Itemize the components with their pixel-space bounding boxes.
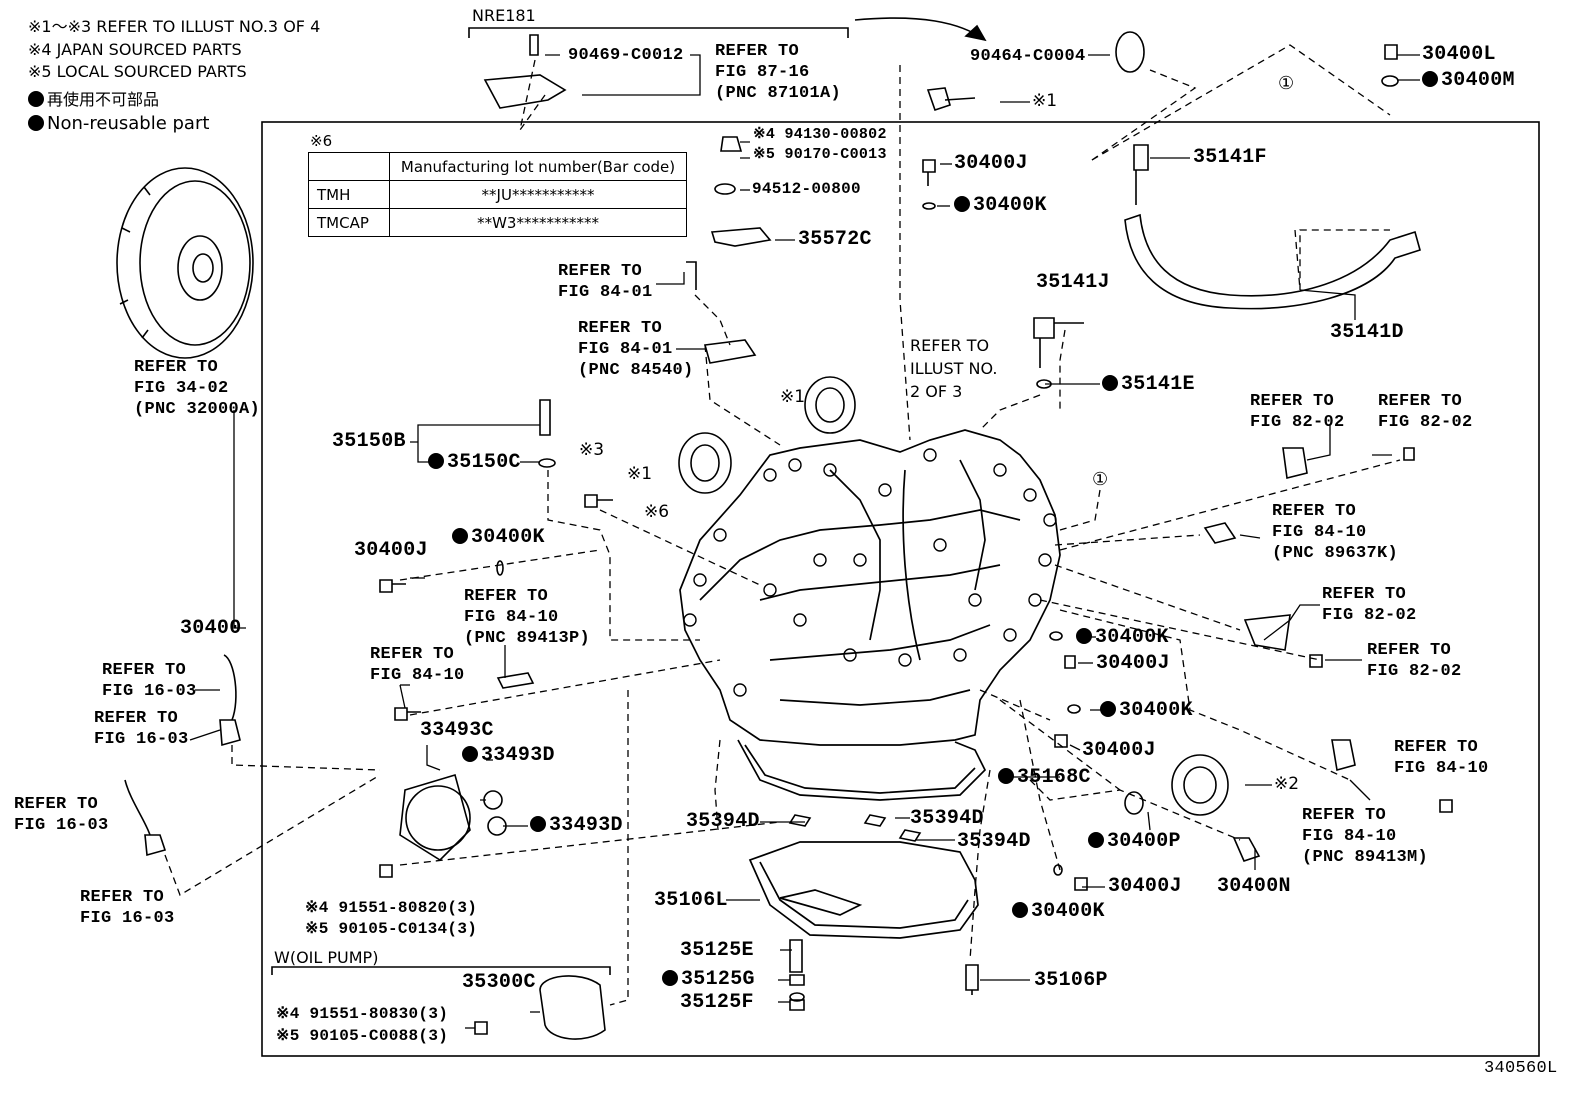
circle-ref-label: ①: [1092, 469, 1109, 490]
part-label[interactable]: 30400K: [452, 527, 545, 549]
refer-label[interactable]: REFER TO FIG 82-02: [1322, 585, 1417, 625]
figure-code: 340560L: [1484, 1059, 1558, 1078]
part-label[interactable]: 30400N: [1217, 875, 1291, 898]
part-label[interactable]: 35141J: [1036, 271, 1110, 294]
refer-label[interactable]: REFER TO FIG 87-16 (PNC 87101A): [715, 42, 842, 103]
refer-label[interactable]: REFER TO FIG 84-10: [370, 645, 465, 685]
part-label[interactable]: 33493C: [420, 719, 494, 742]
part-label[interactable]: 35168C: [998, 767, 1091, 789]
legend-japan-parts: ※4 JAPAN SOURCED PARTS: [28, 40, 242, 59]
mark-label: ※3: [579, 440, 605, 460]
part-label[interactable]: 35150B: [332, 430, 406, 453]
mark-label: ※6: [644, 502, 670, 522]
part-label[interactable]: ※4 94130-00802: [753, 126, 887, 143]
part-label[interactable]: 35394D: [957, 830, 1031, 853]
part-label[interactable]: 35125E: [680, 939, 754, 962]
part-label[interactable]: 35141F: [1193, 146, 1267, 169]
refer-label[interactable]: REFER TO ILLUST NO. 2 OF 3: [910, 336, 998, 401]
part-label[interactable]: 35106L: [654, 889, 728, 912]
part-label[interactable]: 30400M: [1422, 70, 1515, 92]
part-label[interactable]: 35394D: [686, 810, 760, 833]
mark-label: ※2: [1274, 774, 1300, 794]
refer-label[interactable]: REFER TO FIG 82-02: [1250, 392, 1345, 432]
part-label[interactable]: 35141D: [1330, 321, 1404, 344]
part-label[interactable]: 35125G: [662, 969, 755, 991]
group-nre181: NRE181: [472, 6, 536, 25]
part-label[interactable]: 30400J: [1096, 652, 1170, 675]
refer-label[interactable]: REFER TO FIG 34-02 (PNC 32000A): [134, 358, 261, 419]
part-label[interactable]: 35300C: [462, 971, 536, 994]
nre181-bracket: [468, 27, 849, 38]
refer-label[interactable]: REFER TO FIG 84-01 (PNC 84540): [578, 319, 694, 380]
mark-label: ※1: [1032, 91, 1058, 111]
lot-number-table: Manufacturing lot number(Bar code) TMH**…: [308, 152, 687, 237]
part-label[interactable]: 30400K: [1076, 627, 1169, 649]
leader-lines: [189, 54, 1420, 1029]
part-label[interactable]: 35150C: [428, 452, 521, 474]
lot-code: **JU***********: [389, 180, 687, 209]
part-label[interactable]: 30400J: [1108, 875, 1182, 898]
legend-ref-illust: ※1～※3 REFER TO ILLUST NO.3 OF 4: [28, 17, 321, 36]
diagram-frame: [261, 121, 1540, 1057]
part-label[interactable]: 35141E: [1102, 374, 1195, 396]
refer-label[interactable]: REFER TO FIG 16-03: [14, 795, 109, 835]
refer-label[interactable]: REFER TO FIG 16-03: [80, 888, 175, 928]
part-label[interactable]: ※5 90105-C0088(3): [276, 1027, 449, 1045]
lot-table-header: Manufacturing lot number(Bar code): [389, 152, 687, 181]
part-label[interactable]: 35572C: [798, 228, 872, 251]
part-label[interactable]: 30400J: [954, 152, 1028, 175]
part-label[interactable]: 35106P: [1034, 969, 1108, 992]
mark-label: ※1: [780, 387, 806, 407]
part-label[interactable]: 30400K: [1012, 901, 1105, 923]
refer-label[interactable]: REFER TO FIG 84-10 (PNC 89413M): [1302, 806, 1429, 867]
refer-label[interactable]: REFER TO FIG 84-10 (PNC 89637K): [1272, 502, 1399, 563]
group-oil-pump: W(OIL PUMP): [274, 948, 379, 967]
refer-label[interactable]: REFER TO FIG 84-10 (PNC 89413P): [464, 587, 591, 648]
refer-label[interactable]: REFER TO FIG 16-03: [94, 709, 189, 749]
part-label[interactable]: 30400J: [354, 539, 428, 562]
part-label[interactable]: 30400K: [954, 195, 1047, 217]
part-label[interactable]: 30400: [180, 617, 242, 640]
part-label[interactable]: 90464-C0004: [970, 47, 1086, 66]
refer-label[interactable]: REFER TO FIG 82-02: [1367, 641, 1462, 681]
legend-nonreusable-jp: 再使用不可部品: [28, 90, 159, 110]
part-label[interactable]: 30400J: [1082, 739, 1156, 762]
lot-plant: TMH: [308, 180, 390, 209]
legend-local-parts: ※5 LOCAL SOURCED PARTS: [28, 62, 247, 81]
lot-table-mark: ※6: [310, 132, 333, 150]
part-label[interactable]: 35125F: [680, 991, 754, 1014]
part-label[interactable]: 90469-C0012: [568, 46, 684, 65]
part-label[interactable]: 30400P: [1088, 831, 1181, 853]
refer-label[interactable]: REFER TO FIG 16-03: [102, 661, 197, 701]
small-parts: [124, 34, 1453, 1040]
mark-label: ※1: [627, 464, 653, 484]
circle-ref-label: ①: [1278, 73, 1295, 94]
lot-plant: TMCAP: [308, 208, 390, 237]
part-label[interactable]: 33493D: [530, 815, 623, 837]
part-label[interactable]: ※4 91551-80830(3): [276, 1005, 449, 1023]
part-label[interactable]: 30400K: [1100, 700, 1193, 722]
oil-pump-bracket: [271, 966, 611, 975]
part-label[interactable]: ※4 91551-80820(3): [305, 899, 478, 917]
part-label[interactable]: ※5 90170-C0013: [753, 146, 887, 163]
part-label[interactable]: 35394D: [910, 807, 984, 830]
lot-code: **W3***********: [389, 208, 687, 237]
refer-label[interactable]: REFER TO FIG 84-10: [1394, 738, 1489, 778]
transaxle-case-illustration: [679, 429, 1061, 939]
legend-nonreusable-en: Non-reusable part: [28, 114, 209, 134]
part-label[interactable]: 33493D: [462, 745, 555, 767]
part-label[interactable]: 30400L: [1422, 43, 1496, 66]
refer-label[interactable]: REFER TO FIG 84-01: [558, 262, 653, 302]
torque-converter-illustration: [116, 167, 254, 359]
part-label[interactable]: ※5 90105-C0134(3): [305, 920, 478, 938]
part-label[interactable]: 94512-00800: [752, 180, 861, 198]
refer-label[interactable]: REFER TO FIG 82-02: [1378, 392, 1473, 432]
